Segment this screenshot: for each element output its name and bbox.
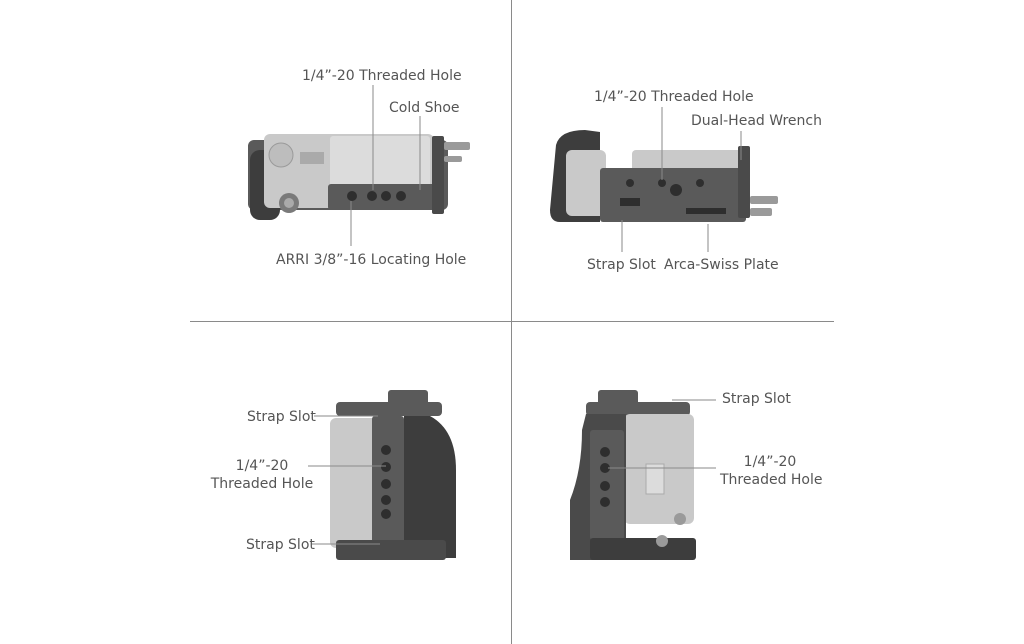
horizontal-divider bbox=[190, 321, 834, 322]
tr-threaded-hole-label: 1/4”-20 Threaded Hole bbox=[594, 89, 754, 105]
tl-threaded-hole-label: 1/4”-20 Threaded Hole bbox=[302, 68, 462, 84]
bottom-view-cage bbox=[550, 107, 778, 252]
bl-threaded-line1: 1/4”-20 bbox=[235, 458, 289, 474]
tr-wrench-label: Dual-Head Wrench bbox=[691, 113, 822, 129]
bl-strap-slot-bottom-label: Strap Slot bbox=[246, 537, 315, 553]
tl-arri-hole-label: ARRI 3/8”-16 Locating Hole bbox=[276, 252, 467, 268]
left-side-view-cage bbox=[308, 390, 456, 560]
br-threaded-line1: 1/4”-20 bbox=[743, 454, 797, 470]
tl-cold-shoe-label: Cold Shoe bbox=[389, 100, 460, 116]
br-threaded-hole-label: 1/4”-20 Threaded Hole bbox=[720, 453, 823, 489]
bl-threaded-line2: Threaded Hole bbox=[210, 476, 314, 492]
tr-arca-plate-label: Arca-Swiss Plate bbox=[664, 257, 779, 273]
bl-strap-slot-top-label: Strap Slot bbox=[247, 409, 316, 425]
tr-strap-slot-label: Strap Slot bbox=[587, 257, 656, 273]
right-side-view-cage bbox=[570, 390, 716, 560]
br-strap-slot-label: Strap Slot bbox=[722, 391, 791, 407]
vertical-divider bbox=[511, 0, 512, 644]
bl-threaded-hole-label: 1/4”-20 Threaded Hole bbox=[210, 457, 314, 493]
br-threaded-line2: Threaded Hole bbox=[720, 472, 823, 488]
top-view-cage bbox=[248, 85, 470, 246]
